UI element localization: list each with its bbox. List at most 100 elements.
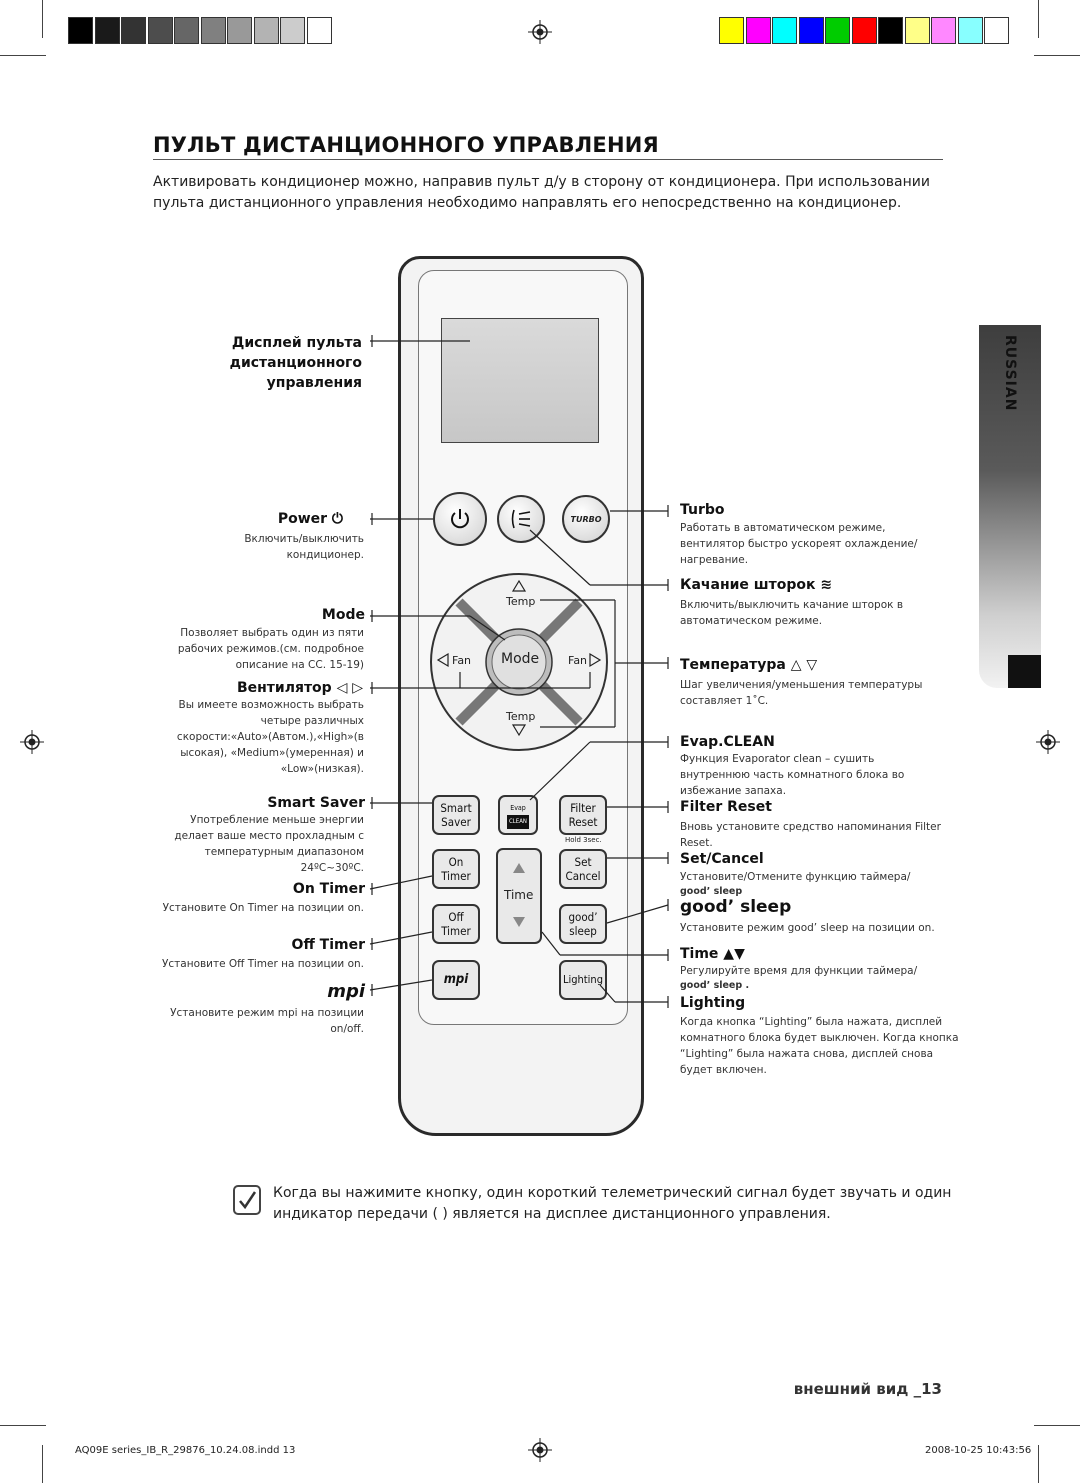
crop-mark [1038,0,1039,38]
registration-mark [528,1438,552,1462]
color-swatch [719,17,744,44]
swing-label: Качание шторок ≋ [680,577,833,593]
color-swatch [745,17,771,44]
mode-label: Mode [321,607,365,623]
registration-mark [1036,730,1060,754]
power-icon [451,509,469,529]
mpi-button[interactable]: mpi [432,960,480,1000]
temp-up-button[interactable]: Temp [506,595,536,608]
crop-mark [0,1425,46,1426]
color-swatch [825,17,850,44]
evap-line2: CLEAN [507,815,529,829]
power-label: Power ⏻ [277,511,343,527]
display-label: Дисплей пульта дистанционного управления [229,335,362,391]
set-cancel-desc-sleep: good’ sleep [680,886,743,897]
fan-arrows-icon: ◁ ▷ [336,680,363,696]
turbo-desc: Работать в автоматическом режиме, вентил… [680,522,918,566]
swing-icon: ≋ [820,577,833,593]
good-sleep-desc: Установите режим good’ sleep на позиции … [680,922,935,934]
color-swatch [904,17,930,44]
power-icon: ⏻ [331,511,343,527]
mode-desc: Позволяет выбрать один из пяти рабочих р… [177,627,364,671]
color-swatch [984,17,1009,44]
good-line2: sleep [569,924,597,938]
off-timer-label: Off Timer [291,937,365,953]
mode-button[interactable]: Mode [501,651,540,667]
set-cancel-label: Set/Cancel [680,851,764,867]
registration-mark [528,20,552,44]
mpi-label: mpi [327,981,365,1002]
gray-swatch [121,17,146,44]
direction-pad [430,573,608,751]
set-line1: Set [574,855,592,869]
evap-label: Evap.CLEAN [680,734,775,750]
turbo-button[interactable]: TURBO [562,495,610,543]
intro-text: Активировать кондиционер можно, направив… [153,174,930,211]
lighting-label: Lighting [680,995,746,1011]
good-sleep-label: good’ sleep [680,897,792,917]
smart-saver-desc: Употребление меньше энергии делает ваше … [174,814,364,874]
crop-mark [1038,1445,1039,1483]
color-swatch [931,17,956,44]
gray-swatch [68,17,93,44]
footer-date: 2008-10-25 10:43:56 [925,1445,1032,1456]
on-timer-line2: Timer [441,869,471,883]
filter-reset-label: Filter Reset [680,799,772,815]
page-number: внешний вид _13 [793,1380,942,1398]
time-down-icon [513,917,525,927]
off-timer-desc: Установите Off Timer на позиции on. [161,958,364,970]
evap-line1: Evap [510,804,526,812]
turbo-button-label: TURBO [570,514,602,524]
time-up-icon [513,863,525,873]
lighting-button-label: Lighting [562,973,603,986]
footer-file: AQ09E series_IB_R_29876_10.24.08.indd 13 [75,1445,296,1456]
color-swatch [772,17,797,44]
off-timer-line2: Timer [441,924,471,938]
page-title: ПУЛЬТ ДИСТАНЦИОННОГО УПРАВЛЕНИЯ [153,133,659,157]
crop-mark [1034,1425,1080,1426]
smart-saver-line2: Saver [441,815,471,829]
swing-button[interactable] [497,495,545,543]
note-icon [233,1185,261,1215]
smart-saver-label: Smart Saver [267,795,365,811]
color-swatch [957,17,983,44]
turbo-label: Turbo [680,502,725,518]
time-label-right: Time ▲▼ [680,946,745,962]
off-timer-line1: Off [448,910,464,924]
hold-hint: Hold 3sec. [565,836,602,844]
filter-reset-desc: Вновь установите средство напоминания Fi… [680,821,941,849]
lighting-button[interactable]: Lighting [559,960,607,1000]
gray-swatch [94,17,120,44]
color-swatch [798,17,824,44]
swing-desc: Включить/выключить качание шторок в авто… [680,599,904,627]
gray-swatch [147,17,173,44]
language-label: RUSSIAN [1002,335,1018,412]
crop-mark [42,0,43,38]
temp-down-button[interactable]: Temp [506,710,536,723]
color-swatch [878,17,903,44]
gray-swatch [253,17,279,44]
language-tab [979,325,1041,688]
good-sleep-button[interactable]: good’sleep [559,904,607,944]
power-button[interactable] [433,492,487,546]
crop-mark [1034,55,1080,56]
note-text: Когда вы нажимите кнопку, один короткий … [273,1185,952,1222]
mpi-desc: Установите режим mpi на позиции on/off. [170,1007,364,1035]
fan-left-button[interactable]: Fan [452,654,472,667]
registration-mark [20,730,44,754]
time-desc-sleep: good’ sleep . [680,980,750,991]
gray-swatch [227,17,252,44]
time-rocker[interactable]: Time [496,848,542,944]
fan-desc: Вы имеете возможность выбрать четыре раз… [176,699,364,775]
set-cancel-desc: Установите/Отмените функцию таймера/ [680,871,911,883]
title-rule [153,159,943,160]
temp-arrows-icon: △ ▽ [790,657,818,673]
fan-right-button[interactable]: Fan [568,654,588,667]
